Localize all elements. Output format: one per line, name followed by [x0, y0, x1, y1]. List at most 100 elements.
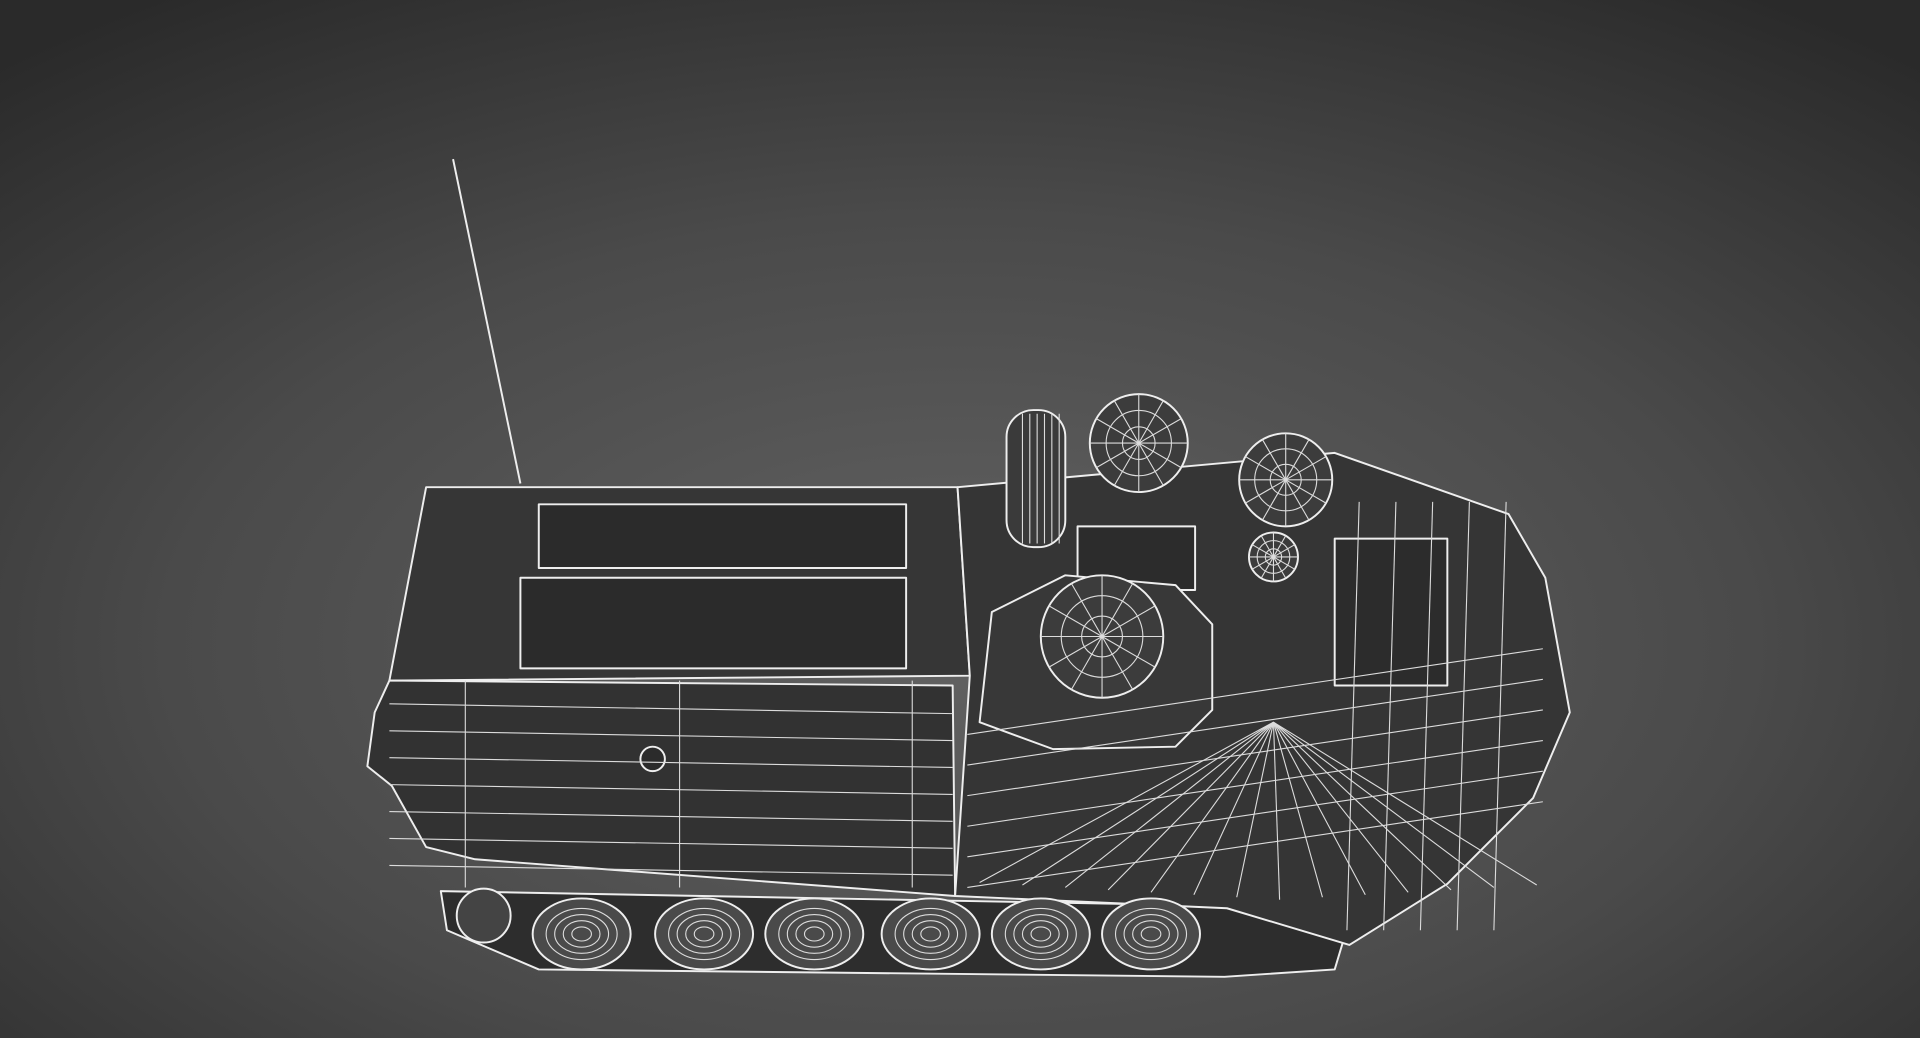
panel-line [389, 837, 953, 849]
cupola-rib [1113, 442, 1140, 486]
cupola-rib [1273, 556, 1295, 570]
wheel-ring [786, 914, 842, 954]
cupola-rib [1260, 556, 1274, 579]
mesh-line [967, 770, 1543, 858]
cupola-rib [1113, 400, 1140, 444]
mesh-line [1273, 721, 1538, 886]
road-wheel [880, 897, 981, 971]
panel-line [389, 730, 953, 742]
cupola-rib [1101, 636, 1134, 690]
cupola-rib [1245, 456, 1286, 481]
cupola-rib [1273, 544, 1295, 558]
hull-side [366, 679, 957, 897]
cupola-rib [1138, 442, 1164, 486]
wheel-ring [1132, 920, 1170, 948]
wheel-ring [903, 914, 959, 954]
wheel-ring [1030, 926, 1052, 942]
wheel-ring [562, 920, 601, 948]
cupola-rib [1101, 583, 1134, 637]
cupola-rib [1138, 418, 1182, 444]
mesh-line [1064, 721, 1274, 888]
cupola-ring [1264, 548, 1283, 566]
cupola-ring [1081, 615, 1123, 658]
port-hole [639, 745, 666, 773]
mesh-line [1273, 721, 1452, 891]
mesh-line [1419, 501, 1434, 931]
wheel-ring [676, 914, 732, 954]
cupola-rib [1048, 605, 1103, 637]
panel-line [389, 864, 953, 876]
wheel-ring [1013, 914, 1069, 954]
mesh-line [967, 709, 1543, 797]
road-wheel [764, 897, 865, 971]
wheel-ring [668, 907, 741, 961]
cylinder [1005, 409, 1067, 549]
wheel-ring [554, 914, 610, 954]
cupola-rib [1138, 400, 1164, 444]
cupola-rib [1101, 605, 1156, 637]
cupola-rib [1251, 556, 1274, 570]
hatch-rear-2 [519, 576, 908, 670]
mesh-line [967, 740, 1543, 827]
cupola-rib [1101, 636, 1156, 668]
panel-line [389, 784, 953, 795]
cupola-ring [1060, 595, 1144, 678]
mesh-line [1273, 721, 1495, 888]
wheel-ring [1004, 907, 1077, 961]
cupola-rib [1261, 439, 1287, 481]
panel-line [389, 703, 953, 715]
mesh-line [1346, 501, 1360, 931]
cupola-rib [1251, 544, 1274, 558]
cupola-ring [1254, 448, 1318, 512]
wheel-ring [795, 920, 834, 948]
cupola-rib [1070, 583, 1103, 637]
mesh-line [1383, 501, 1397, 931]
wheel-ring [911, 920, 950, 948]
wheel-ring [545, 907, 618, 961]
cupola-rib [1260, 535, 1274, 558]
vehicle [366, 158, 1571, 978]
wheel-ring [1140, 926, 1162, 942]
cupola-rib [1272, 556, 1287, 579]
mesh-line [1193, 721, 1274, 896]
cupola-rib [1285, 456, 1327, 481]
antenna [452, 158, 522, 484]
drive-sprocket [455, 887, 512, 944]
wheel-ring [778, 907, 851, 961]
panel-line [389, 810, 953, 822]
cupola-rib [1285, 479, 1327, 504]
cupola-rib [1096, 442, 1140, 469]
cupola-ring [1121, 426, 1156, 460]
mesh-line [967, 801, 1543, 888]
cupola-rib [1096, 418, 1140, 444]
cupola-rib [1138, 442, 1182, 469]
cupola-rib [1285, 439, 1310, 481]
mesh-line [1456, 501, 1470, 931]
wheel-ring [1114, 907, 1188, 961]
mesh-line [1272, 722, 1323, 898]
road-wheel [531, 897, 632, 971]
cupola-rib [1261, 479, 1287, 521]
road-wheel [990, 897, 1091, 971]
wheel-ring [803, 926, 825, 942]
mesh-line [967, 648, 1543, 735]
road-wheel [1101, 897, 1201, 971]
cupola-rib [1070, 636, 1103, 690]
wheel-ring [693, 926, 715, 942]
mesh-line [1493, 501, 1507, 931]
mesh-line [1272, 721, 1366, 896]
cupola-rib [1048, 636, 1103, 668]
mesh-line [1022, 721, 1274, 886]
wheel-ring [894, 907, 967, 961]
wheel-ring [1123, 914, 1179, 954]
mesh-line [1150, 721, 1274, 893]
cupola-ring [1256, 540, 1291, 574]
cupola-ring [1269, 463, 1302, 496]
mesh-line [967, 678, 1543, 766]
cupola-rib [1285, 479, 1310, 521]
hatch-rear-1 [537, 503, 908, 569]
panel-line [389, 757, 953, 769]
wheel-ring [1021, 920, 1060, 948]
wheel-ring [571, 926, 592, 942]
